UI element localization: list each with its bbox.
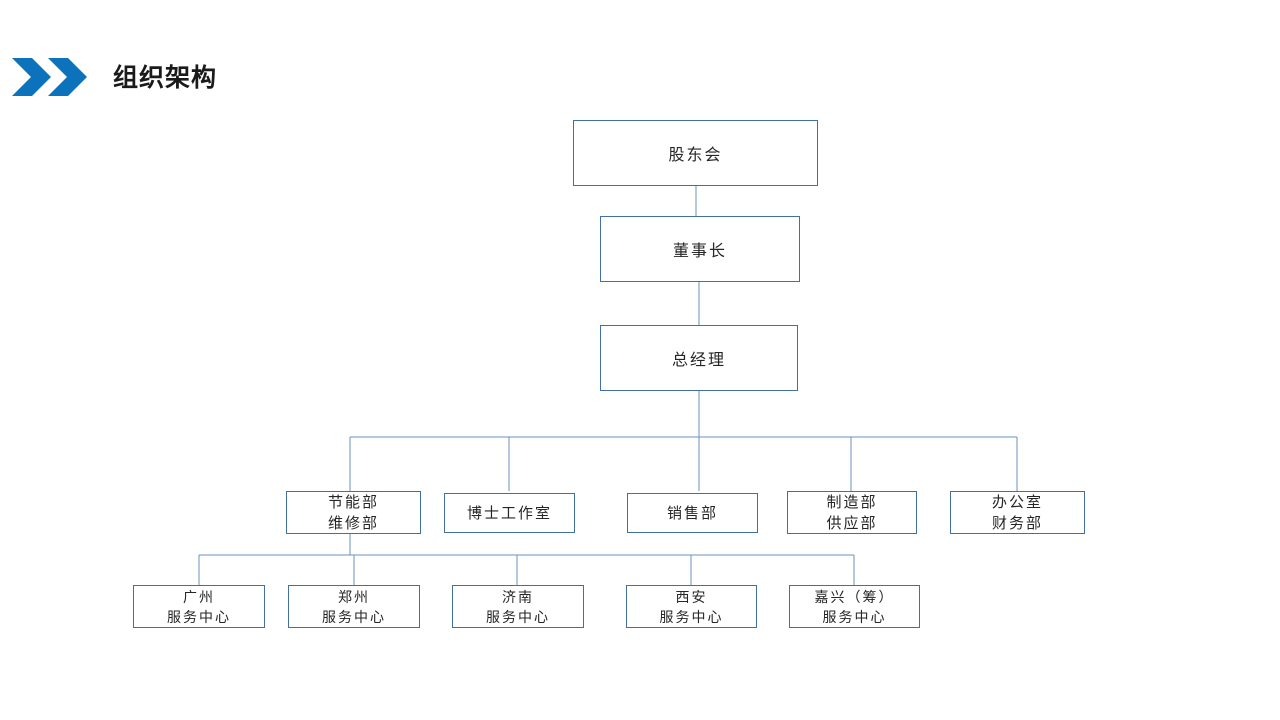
node-service-center-guangzhou[interactable]: 广州 服务中心 <box>133 585 265 628</box>
node-chairman[interactable]: 董事长 <box>600 216 800 282</box>
node-service-center-zhengzhou[interactable]: 郑州 服务中心 <box>288 585 420 628</box>
node-label-line1: 广州 <box>183 588 215 605</box>
node-label-line2: 服务中心 <box>486 608 550 625</box>
node-label-line1: 节能部 <box>327 493 379 511</box>
node-label-line1: 西安 <box>675 588 708 605</box>
node-service-center-jinan[interactable]: 济南 服务中心 <box>452 585 584 628</box>
node-label-line1: 董事长 <box>672 243 727 260</box>
node-label-line1: 制造部 <box>826 493 878 511</box>
node-shareholders-meeting[interactable]: 股东会 <box>573 120 818 186</box>
node-department-sales[interactable]: 销售部 <box>627 493 758 533</box>
node-service-center-xian[interactable]: 西安 服务中心 <box>626 585 757 628</box>
node-label-line1: 郑州 <box>338 588 370 605</box>
node-service-center-jiaxing[interactable]: 嘉兴（筹） 服务中心 <box>789 585 920 628</box>
node-label-line2: 服务中心 <box>822 608 887 625</box>
node-label-line1: 济南 <box>502 588 534 605</box>
node-label-line1: 办公室 <box>991 493 1043 511</box>
node-department-doctoral-studio[interactable]: 博士工作室 <box>444 493 575 533</box>
node-department-office-finance[interactable]: 办公室 财务部 <box>950 491 1085 534</box>
node-label-line1: 总经理 <box>671 352 726 369</box>
node-label-line1: 嘉兴（筹） <box>814 588 895 605</box>
node-label-line1: 股东会 <box>668 147 723 164</box>
node-label-line2: 服务中心 <box>167 608 231 625</box>
node-department-manufacturing-supply[interactable]: 制造部 供应部 <box>787 491 917 534</box>
node-label-line2: 财务部 <box>991 514 1043 532</box>
node-general-manager[interactable]: 总经理 <box>600 325 798 391</box>
page-header: 组织架构 <box>0 0 1280 120</box>
node-label-line2: 供应部 <box>826 514 878 532</box>
node-label-line2: 维修部 <box>327 514 379 532</box>
node-label-line1: 销售部 <box>666 504 718 522</box>
node-label-line2: 服务中心 <box>322 608 386 625</box>
node-label-line1: 博士工作室 <box>466 504 552 522</box>
page-title: 组织架构 <box>113 64 218 92</box>
double-chevron-right-icon <box>12 58 90 96</box>
node-department-energy-maintenance[interactable]: 节能部 维修部 <box>286 491 421 534</box>
node-label-line2: 服务中心 <box>659 608 724 625</box>
